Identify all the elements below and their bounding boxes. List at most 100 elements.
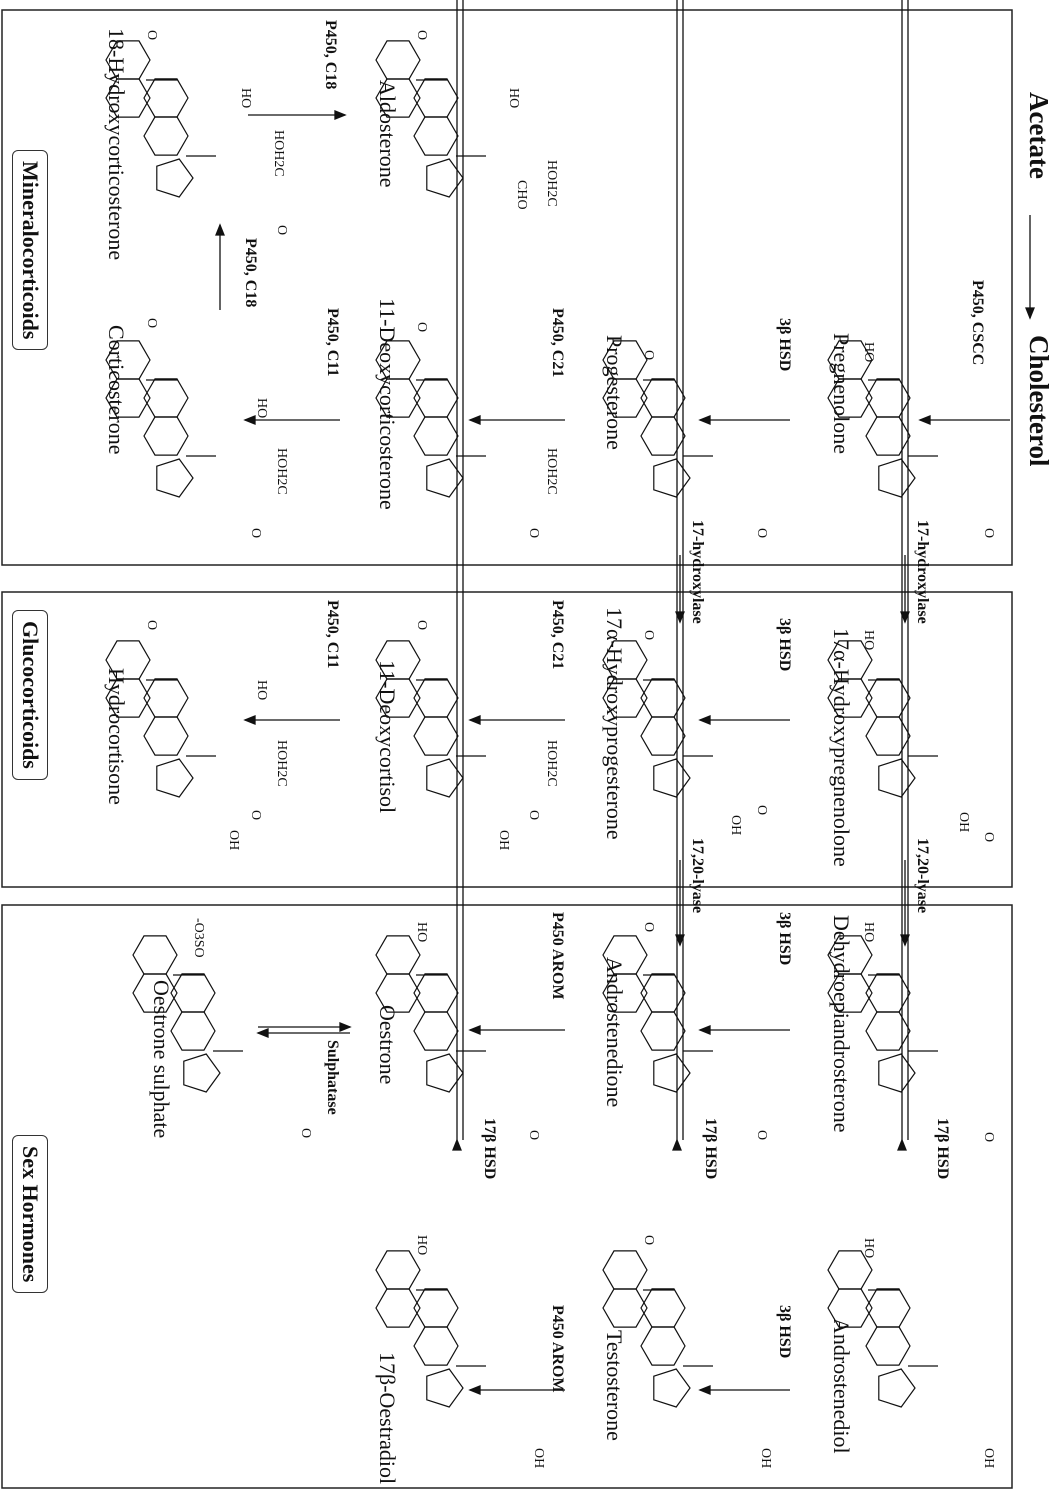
undefined [672, 0, 684, 1151]
atom-oh-17ohpreg: OH [956, 812, 971, 833]
sex-hormones-label: Sex Hormones [12, 1135, 48, 1294]
structure-androstenedione [602, 935, 713, 1093]
atom-oh-androstenediol: OH [981, 1448, 996, 1469]
atom-o-dhea: O [981, 1132, 996, 1143]
atom-o-corticosterone: O [248, 528, 263, 539]
arrow-sulphatase [256, 1022, 352, 1038]
arrow-c21-2 [468, 715, 565, 725]
arrow-c18-1 [248, 110, 347, 120]
arrow-c21-1 [468, 415, 565, 425]
hydrocortisone-label: Hydrocortisone [104, 668, 129, 805]
hydroxyprogesterone-label: 17α-Hydroxyprogesterone [602, 607, 627, 840]
arrow-17-20-lyase-1 [900, 860, 910, 947]
enzyme-17-20-lyase-1: 17,20-lyase [914, 838, 931, 914]
deoxycortisol-label: 11-Deoxycortisol [375, 660, 400, 814]
enzyme-17-hydroxylase-2: 17-hydroxylase [689, 520, 706, 624]
structure-testosterone [602, 1250, 713, 1408]
oestrone-sulphate-label: Oestrone sulphate [149, 980, 174, 1139]
structure-oestrone-sulphate [132, 935, 243, 1093]
atom-ho-corticosterone: HO [254, 398, 269, 419]
atom-o-hydrocortisone: O [248, 810, 263, 821]
hydroxypregnenolone-label: 17α-Hydroxypregnenolone [829, 628, 854, 867]
atom-ho-18ohb: HO [238, 88, 253, 109]
atom-oh-oestradiol: OH [531, 1448, 546, 1469]
atom-ho-aldosterone: HO [506, 88, 521, 109]
pregnenolone-label: Pregnenolone [829, 333, 854, 454]
arrow-cscc [918, 415, 1010, 425]
oestrone-label: Oestrone [375, 1005, 400, 1085]
structure-oestrone [375, 935, 486, 1093]
structure-deoxycortisol [375, 640, 486, 798]
glucocorticoid-section-frame [1, 591, 1013, 888]
oestradiol-label: 17β-Oestradiol [375, 1352, 400, 1485]
atom-ho-androstenediol: HO [861, 1238, 876, 1259]
progesterone-label: Progesterone [602, 335, 627, 450]
atom-hoh2c-18ohb: HOH2C [271, 130, 286, 177]
atom-hoh2c-deoxycortisol: HOH2C [544, 740, 559, 787]
acetate-label: Acetate [1024, 92, 1054, 179]
atom-o-hydrocortisone-3: O [144, 620, 159, 631]
structure-hydroxyprogesterone [602, 640, 713, 798]
enzyme-3b-hsd-2: 3β HSD [776, 618, 793, 672]
enzyme-3b-hsd-3: 3β HSD [776, 912, 793, 966]
reaction-arrows [215, 0, 1035, 1395]
arrow-3bhsd-4 [698, 1385, 790, 1395]
corticosterone-label: Corticosterone [104, 325, 129, 455]
enzyme-17-20-lyase-2: 17,20-lyase [689, 838, 706, 914]
enzyme-cscc: P450, CSCC [969, 280, 986, 366]
atom-o-doc: O [526, 528, 541, 539]
atom-o-17ohprog-3: O [641, 630, 656, 641]
cholesterol-label: Cholesterol [1024, 335, 1054, 467]
atom-ho-oestradiol: HO [414, 1235, 429, 1256]
arrow-17-hydroxylase-1 [900, 555, 910, 624]
enzyme-arom-1: P450 AROM [549, 912, 566, 1000]
atom-o-progesterone-20: O [754, 528, 769, 539]
structure-hydrocortisone [105, 640, 216, 798]
atom-o-deoxycortisol: O [526, 810, 541, 821]
steroid-structures [105, 40, 938, 1408]
arrow-c11-2 [243, 715, 340, 725]
atom-o-aldosterone-3: O [414, 30, 429, 41]
enzyme-c11-2: P450, C11 [324, 600, 341, 669]
enzyme-17b-hsd-3: 17β HSD [481, 1118, 498, 1180]
enzyme-c18-2: P450, C18 [242, 238, 259, 308]
arrow-acetate-cholesterol [1025, 215, 1035, 320]
testosterone-label: Testosterone [602, 1330, 627, 1441]
androstenedione-label: Androstenedione [602, 957, 627, 1108]
atom-o-18ohb: O [274, 225, 289, 236]
structure-deoxycorticosterone [375, 340, 486, 498]
arrow-3bhsd-3 [698, 1025, 790, 1035]
arrow-17-hydroxylase-2 [675, 555, 685, 624]
arrow-3bhsd-2 [698, 715, 790, 725]
enzyme-c18-1: P450, C18 [322, 20, 339, 90]
atom-o-deoxycortisol-3: O [414, 620, 429, 631]
atom-oh-17ohprog: OH [728, 815, 743, 836]
mineralocorticoid-section-frame [1, 9, 1013, 566]
structure-hydroxycorticosterone [105, 40, 216, 198]
structure-corticosterone [105, 340, 216, 498]
atom-o-doc-3: O [414, 322, 429, 333]
structure-oestradiol [375, 1250, 486, 1408]
atom-o-androstenedione: O [754, 1130, 769, 1141]
structure-pregnenolone [827, 340, 938, 498]
sex-hormone-section-frame [1, 904, 1013, 1489]
enzyme-sulphatase: Sulphatase [324, 1040, 341, 1115]
structure-androstenediol [827, 1250, 938, 1408]
atom-ho-pregnenolone: HO [861, 342, 876, 363]
atom-ho-oestrone: HO [414, 922, 429, 943]
atom-o-17ohprog: O [754, 805, 769, 816]
atom-ho-dhea: HO [861, 922, 876, 943]
atom-o-18ohb-3: O [144, 30, 159, 41]
enzyme-17b-hsd-1: 17β HSD [934, 1118, 951, 1180]
enzyme-arom-2: P450 AROM [549, 1305, 566, 1393]
atom-o-androstenedione-3: O [641, 922, 656, 933]
atom-cho-aldosterone: CHO [514, 180, 529, 210]
arrow-arom-1 [468, 1025, 565, 1035]
enzyme-17b-hsd-2: 17β HSD [702, 1118, 719, 1180]
atom-o-corticosterone-3: O [144, 318, 159, 329]
undefined [452, 0, 464, 1151]
atom-ho-hydrocortisone: HO [254, 680, 269, 701]
atom-o-cholesterol: O [981, 528, 996, 539]
atom-o-17ohpreg: O [981, 832, 996, 843]
